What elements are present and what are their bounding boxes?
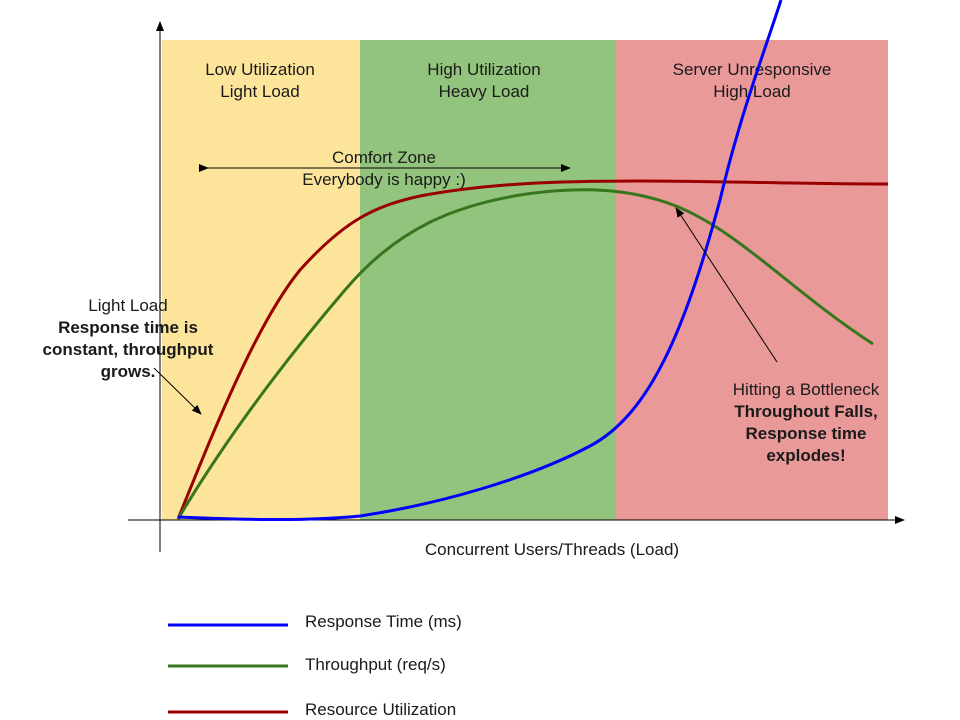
resource-utilization-curve (176, 179, 889, 520)
zone-high-subtitle: Heavy Load (439, 82, 530, 101)
zone-low-subtitle: Light Load (220, 82, 299, 101)
bottleneck-title: Hitting a Bottleneck (733, 380, 880, 399)
legend: Response Time (ms) Throughput (req/s) Re… (168, 612, 462, 719)
light-load-title: Light Load (88, 296, 167, 315)
response-time-curve (177, 0, 783, 522)
legend-label-throughput: Throughput (req/s) (305, 655, 446, 674)
zone-low-title: Low Utilization (205, 60, 315, 79)
light-load-line-2: constant, throughput (43, 340, 214, 359)
throughput-curve (176, 188, 874, 520)
zone-unresponsive-title: Server Unresponsive (673, 60, 832, 79)
legend-label-resource-utilization: Resource Utilization (305, 700, 456, 719)
zone-server-unresponsive (616, 40, 888, 520)
comfort-zone-title: Comfort Zone (332, 148, 436, 167)
zone-high-title: High Utilization (427, 60, 540, 79)
comfort-zone-subtitle: Everybody is happy :) (302, 170, 465, 189)
legend-label-response-time: Response Time (ms) (305, 612, 462, 631)
zone-low-utilization (162, 40, 360, 520)
x-axis-label: Concurrent Users/Threads (Load) (425, 540, 679, 559)
light-load-line-1: Response time is (58, 318, 198, 337)
light-load-line-3: grows. (101, 362, 156, 381)
zone-high-utilization (360, 40, 616, 520)
light-load-arrow (153, 367, 202, 415)
bottleneck-line-1: Throughout Falls, (734, 402, 878, 421)
bottleneck-arrow (675, 207, 778, 363)
bottleneck-line-3: explodes! (766, 446, 845, 465)
bottleneck-line-2: Response time (746, 424, 867, 443)
